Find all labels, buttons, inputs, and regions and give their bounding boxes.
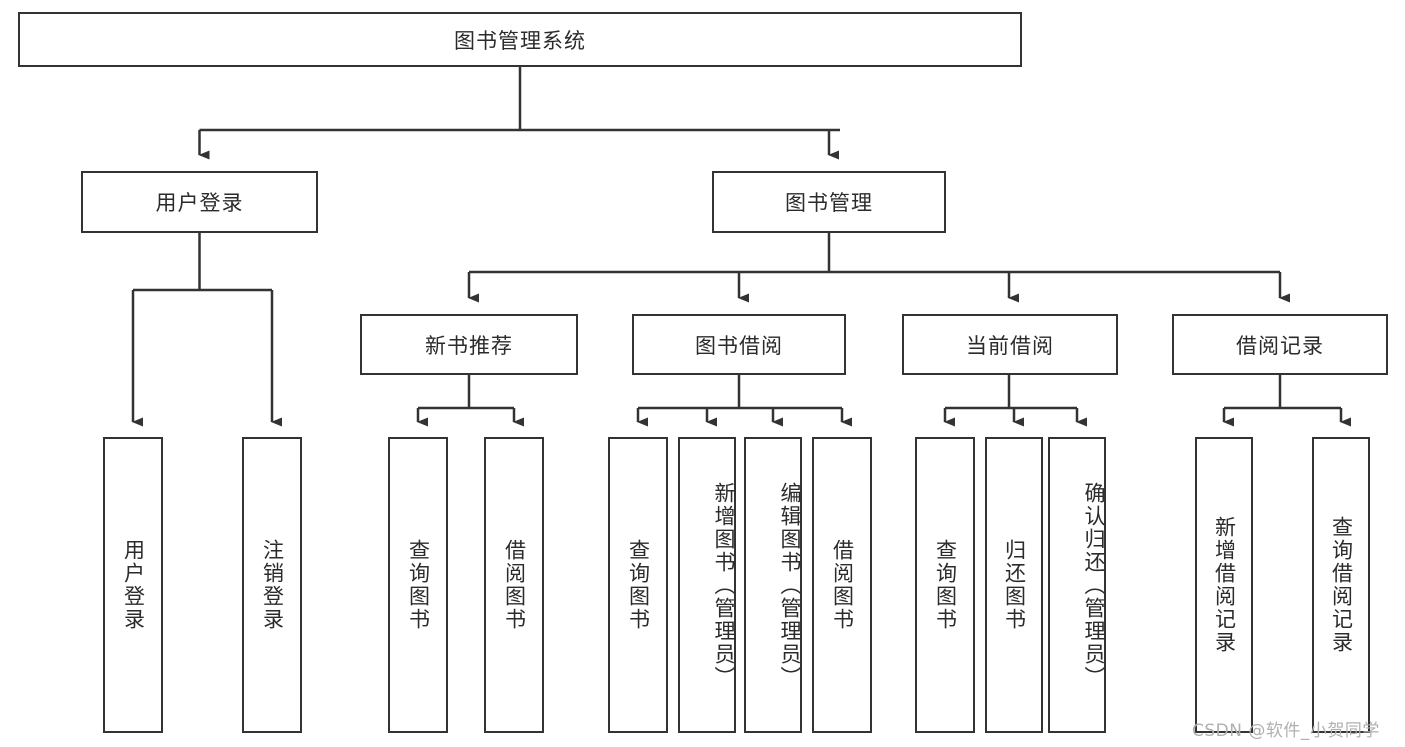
node-leaf-add-book[interactable]: 新增图书（管理员） [678, 437, 736, 733]
node-leaf-return-book[interactable]: 归还图书 [985, 437, 1043, 733]
node-borrow-record[interactable]: 借阅记录 [1172, 314, 1388, 375]
node-leaf-edit-book-label: 编辑图书（管理员） [778, 481, 802, 689]
node-borrow-record-label: 借阅记录 [1236, 333, 1324, 358]
node-new-book-recommend-label: 新书推荐 [425, 333, 513, 358]
node-book-borrow-label: 图书借阅 [695, 333, 783, 358]
node-leaf-confirm-return[interactable]: 确认归还（管理员） [1048, 437, 1106, 733]
node-leaf-borrow-book-rec[interactable]: 借阅图书 [484, 437, 544, 733]
node-leaf-user-login-label: 用户登录 [121, 539, 146, 631]
node-book-manage-label: 图书管理 [785, 191, 873, 215]
node-leaf-query-book-bor[interactable]: 查询图书 [608, 437, 668, 733]
node-leaf-borrow-book-rec-label: 借阅图书 [502, 539, 527, 631]
node-new-book-recommend[interactable]: 新书推荐 [360, 314, 578, 375]
node-user-login[interactable]: 用户登录 [81, 171, 318, 233]
node-leaf-return-book-label: 归还图书 [1002, 539, 1027, 631]
node-leaf-borrow-book-bor-label: 借阅图书 [830, 539, 855, 631]
node-leaf-logout-login-label: 注销登录 [260, 539, 285, 631]
node-book-borrow[interactable]: 图书借阅 [632, 314, 846, 375]
node-leaf-query-borrow-record[interactable]: 查询借阅记录 [1312, 437, 1370, 733]
node-user-login-label: 用户登录 [155, 191, 244, 215]
node-leaf-user-login[interactable]: 用户登录 [103, 437, 163, 733]
node-leaf-add-borrow-record-label: 新增借阅记录 [1212, 516, 1237, 654]
node-leaf-query-book-cur-label: 查询图书 [933, 539, 958, 631]
node-leaf-confirm-return-label: 确认归还（管理员） [1082, 481, 1106, 689]
csdn-watermark: CSDN @软件_小贺同学 [1192, 721, 1380, 741]
node-leaf-add-borrow-record[interactable]: 新增借阅记录 [1195, 437, 1253, 733]
node-current-borrow[interactable]: 当前借阅 [902, 314, 1118, 375]
node-leaf-borrow-book-bor[interactable]: 借阅图书 [812, 437, 872, 733]
node-leaf-query-book-cur[interactable]: 查询图书 [915, 437, 975, 733]
node-root[interactable]: 图书管理系统 [18, 12, 1022, 67]
node-leaf-edit-book[interactable]: 编辑图书（管理员） [744, 437, 802, 733]
node-leaf-query-book-bor-label: 查询图书 [626, 539, 651, 631]
node-current-borrow-label: 当前借阅 [966, 333, 1054, 358]
node-leaf-query-book-rec-label: 查询图书 [406, 539, 431, 631]
node-leaf-logout-login[interactable]: 注销登录 [242, 437, 302, 733]
node-leaf-add-book-label: 新增图书（管理员） [712, 481, 736, 689]
node-leaf-query-book-rec[interactable]: 查询图书 [388, 437, 448, 733]
node-root-label: 图书管理系统 [454, 28, 586, 53]
node-leaf-query-borrow-record-label: 查询借阅记录 [1329, 516, 1354, 654]
node-book-manage[interactable]: 图书管理 [712, 171, 946, 233]
